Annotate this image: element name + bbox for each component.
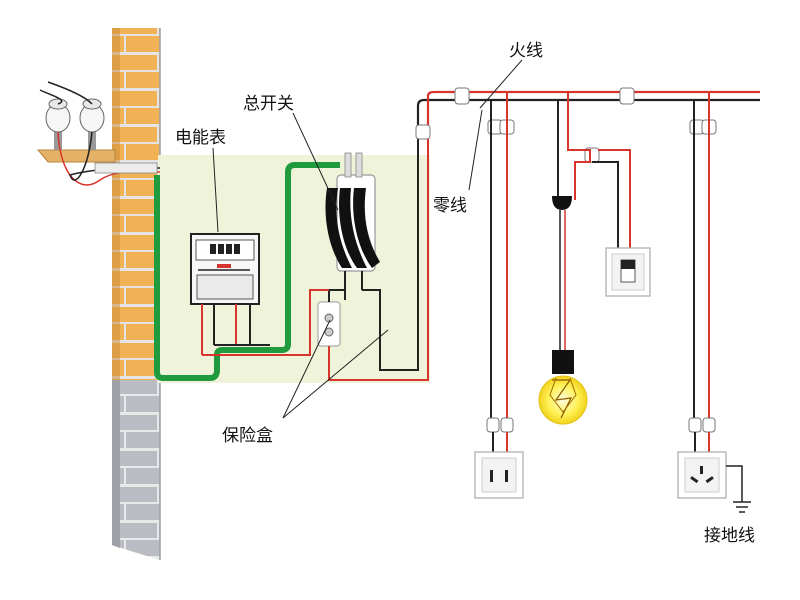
meter-label: 电能表: [175, 128, 226, 148]
two-pin-socket: [474, 451, 524, 499]
light-bulb: [538, 350, 588, 425]
energy-meter: [190, 233, 260, 305]
main-lines: [416, 90, 760, 135]
neutral-wire-label: 零线: [433, 196, 467, 216]
ground-wire-label: 接地线: [704, 526, 755, 546]
green-wire: [154, 162, 340, 381]
label-leaders: [212, 59, 523, 419]
main-switch: [325, 152, 380, 300]
right-socket-branch: [688, 92, 716, 452]
brick-wall: [112, 28, 161, 560]
ground-symbol: [726, 465, 751, 513]
panel-wiring: [275, 125, 429, 381]
wall-light-switch: [605, 247, 651, 297]
fuse-box-label: 保险盒: [222, 426, 273, 446]
main-switch-label: 总开关: [243, 94, 294, 114]
three-pin-socket: [677, 451, 727, 499]
lamp-branch: [552, 92, 631, 355]
insulator-bracket: [36, 81, 161, 186]
fuse-box: [317, 301, 341, 347]
meter-terminal-wires: [201, 304, 275, 356]
left-socket-branch: [486, 92, 514, 452]
live-wire-label: 火线: [509, 41, 543, 61]
